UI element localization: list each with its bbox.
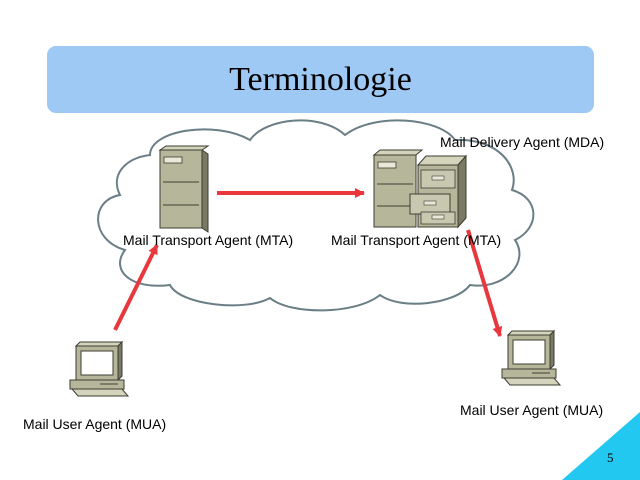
mda-label: Mail Delivery Agent (MDA) xyxy=(440,134,605,150)
mua-right-label: Mail User Agent (MUA) xyxy=(460,402,604,418)
mua-right-computer-icon xyxy=(501,329,562,386)
arrow-mta-to-mua xyxy=(466,229,503,337)
corner-decoration xyxy=(562,412,640,480)
mua-left-label: Mail User Agent (MUA) xyxy=(23,416,167,432)
mta-left-label: Mail Transport Agent (MTA) xyxy=(123,232,294,248)
title-bar: Terminologie xyxy=(47,46,594,113)
mta-right-server-icon xyxy=(372,149,424,228)
slide-title: Terminologie xyxy=(229,60,412,98)
arrow-mua-to-mta xyxy=(113,244,159,331)
mua-left-computer-icon xyxy=(69,340,130,397)
mta-left-server-icon xyxy=(158,145,210,233)
mta-right-label: Mail Transport Agent (MTA) xyxy=(331,232,502,248)
mda-filing-cabinet-icon xyxy=(409,154,468,229)
page-number: 5 xyxy=(607,450,614,465)
